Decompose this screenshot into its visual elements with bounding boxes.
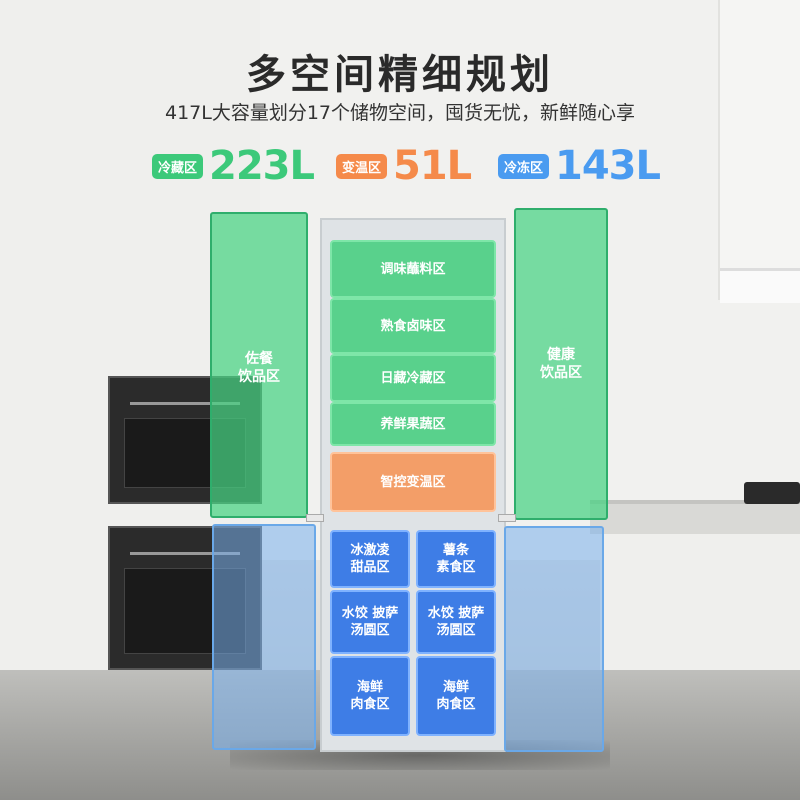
zone-label-line: 甜品区 (350, 560, 390, 575)
door-label-line: 健康 (547, 347, 575, 363)
door-handle (498, 514, 516, 522)
capacity-badge: 冷藏区 (152, 153, 204, 179)
capacity-freezer: 冷冻区 143L (498, 143, 661, 189)
capacity-badge: 变温区 (336, 153, 388, 179)
zone-seafood-left: 海鲜肉食区 (330, 656, 410, 736)
capacity-fridge: 冷藏区 223L (152, 143, 315, 189)
upper-cabinet (718, 0, 800, 300)
zone-dumplings-left: 水饺 披萨汤圆区 (330, 590, 410, 654)
zone-condiments: 调味蘸料区 (330, 240, 496, 298)
door-label-line: 饮品区 (238, 369, 280, 385)
capacity-volume: 143L (555, 143, 661, 189)
zone-label-line: 水饺 披萨 (341, 606, 399, 621)
zone-label-line: 汤圆区 (436, 623, 476, 638)
zone-label-line: 水饺 披萨 (427, 606, 485, 621)
zone-label-line: 素食区 (436, 560, 476, 575)
countertop (590, 500, 800, 534)
zone-seafood-right: 海鲜肉食区 (416, 656, 496, 736)
zone-label-line: 海鲜 (356, 680, 383, 695)
zone-cooked-food: 熟食卤味区 (330, 298, 496, 354)
capacity-variable: 变温区 51L (336, 143, 472, 189)
capacity-badge: 冷冻区 (498, 153, 550, 179)
capacity-volume: 223L (209, 143, 315, 189)
zone-label-line: 薯条 (442, 543, 469, 558)
zone-label-line: 冰激凌 (350, 543, 390, 558)
door-handle (306, 514, 324, 522)
door-label-line: 饮品区 (540, 365, 582, 381)
range-hood (720, 268, 800, 303)
zone-label-line: 汤圆区 (350, 623, 390, 638)
zone-label-line: 海鲜 (442, 680, 469, 695)
zone-dumplings-right: 水饺 披萨汤圆区 (416, 590, 496, 654)
zone-daily-chilled: 日藏冷藏区 (330, 354, 496, 402)
zone-icecream: 冰激凌甜品区 (330, 530, 410, 588)
zone-variable-temp: 智控变温区 (330, 452, 496, 512)
capacity-volume: 51L (393, 143, 472, 189)
left-upper-door: 佐餐 饮品区 (210, 212, 308, 518)
door-label-line: 佐餐 (245, 351, 273, 367)
right-upper-door: 健康 饮品区 (514, 208, 608, 520)
page-subtitle: 417L大容量划分17个储物空间，囤货无忧，新鲜随心享 (164, 102, 636, 124)
zone-label-line: 肉食区 (436, 697, 476, 712)
zone-fruits-veg: 养鲜果蔬区 (330, 402, 496, 446)
right-lower-door (504, 526, 604, 752)
gas-stove (744, 482, 800, 504)
zone-label-line: 肉食区 (350, 697, 390, 712)
zone-fries: 薯条素食区 (416, 530, 496, 588)
page-title: 多空间精细规划 (246, 52, 554, 98)
left-lower-door (212, 524, 316, 750)
